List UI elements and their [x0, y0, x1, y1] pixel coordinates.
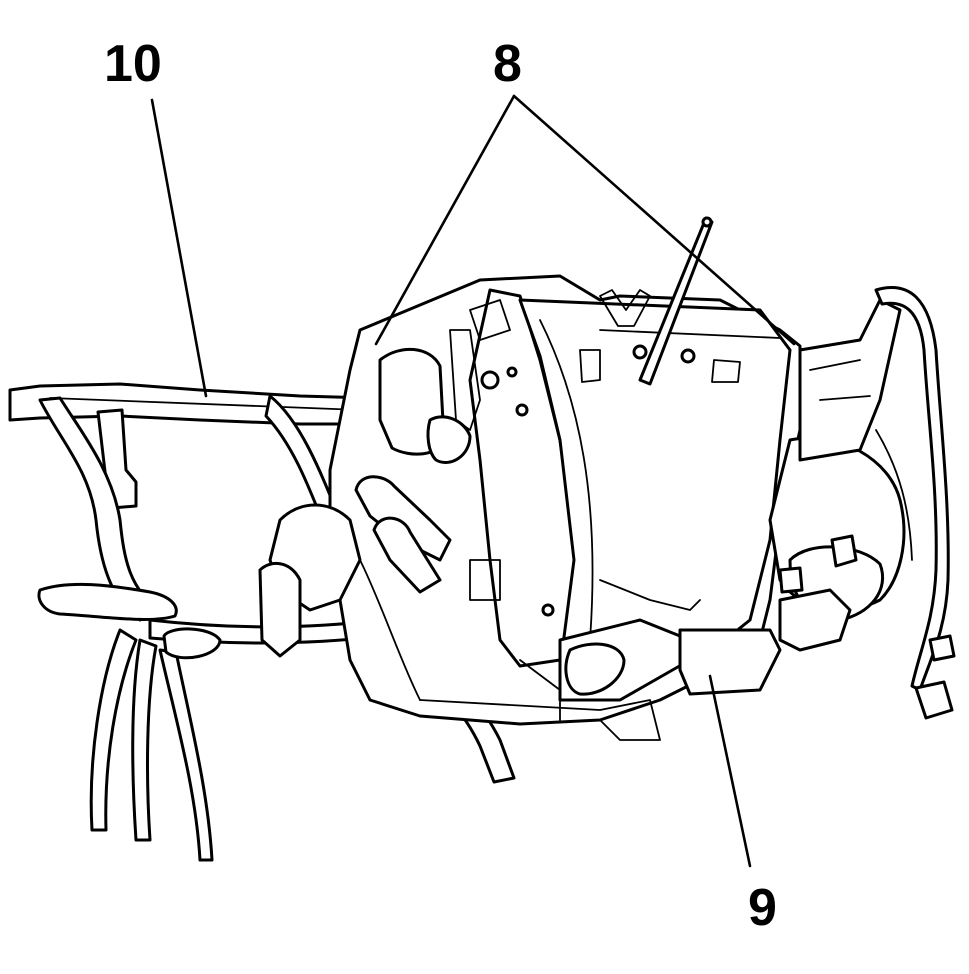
leader-line-8-left — [374, 94, 516, 346]
right-wiring — [874, 286, 956, 720]
air-outlet-ducts — [558, 216, 852, 702]
blower-motor — [768, 298, 906, 622]
leader-line-8-right — [512, 94, 796, 346]
leader-line-9 — [708, 674, 752, 868]
callout-10: 10 — [104, 35, 162, 93]
callout-8: 8 — [493, 35, 522, 93]
leader-line-10 — [150, 98, 208, 398]
callout-9: 9 — [748, 879, 777, 937]
heater-pipes — [258, 475, 452, 658]
leader-lines — [150, 94, 796, 868]
